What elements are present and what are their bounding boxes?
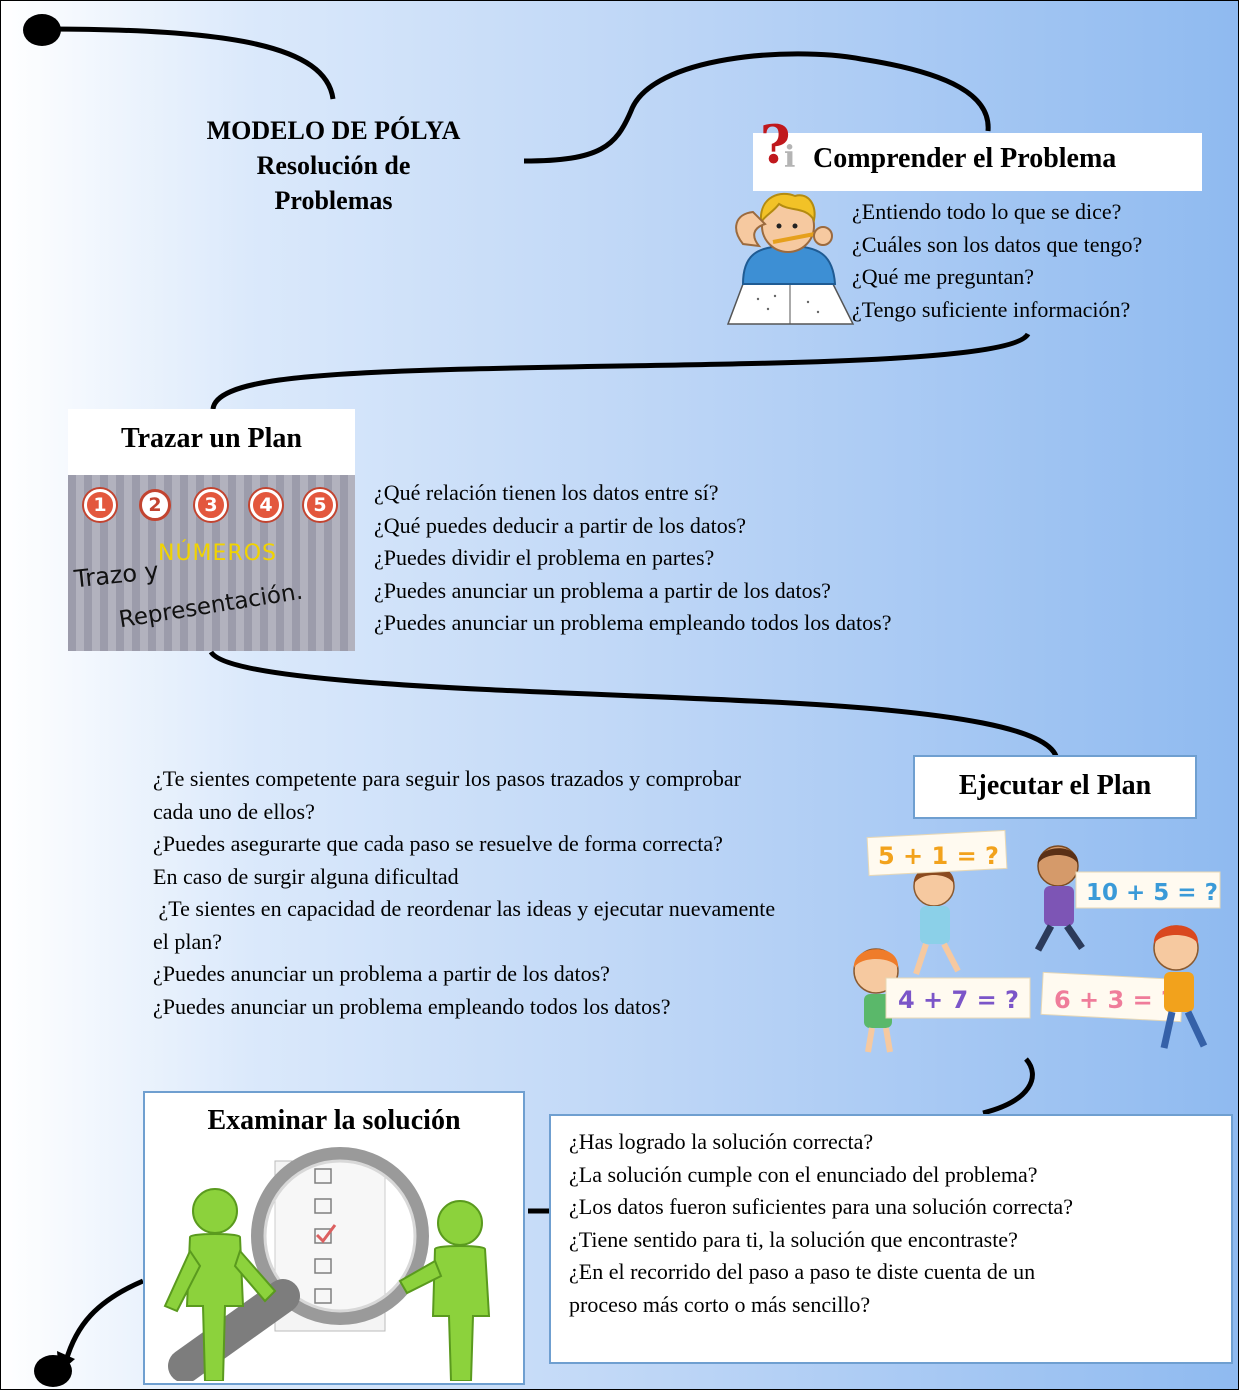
- title-line-2: Resolución de: [256, 151, 411, 180]
- plan-question-2: ¿Qué puedes deducir a partir de los dato…: [374, 512, 747, 538]
- execute-question-3: ¿Puedes asegurarte que cada paso se resu…: [153, 831, 723, 856]
- kid-figure: [1153, 925, 1208, 1049]
- kid-figure: [1034, 845, 1085, 952]
- green-figure: [163, 1188, 277, 1381]
- plan-question-4: ¿Puedes anunciar un problema a partir de…: [374, 577, 831, 603]
- execute-question-8: ¿Puedes anunciar un problema empleando t…: [153, 993, 671, 1019]
- connector-execute-examine: [982, 1057, 1035, 1116]
- title-line-1: MODELO DE PÓLYA: [206, 116, 461, 145]
- connector-plan-execute: [208, 650, 1059, 758]
- understand-question-2: ¿Cuáles son los datos que tengo?: [852, 231, 1143, 257]
- examine-question-3: ¿Los datos fueron suficientes para una s…: [569, 1194, 1073, 1219]
- plan-heading-box: Trazar un Plan: [68, 409, 355, 475]
- execute-question-5: ¿Te sientes en capacidad de reordenar la…: [153, 896, 776, 921]
- connector-understand-plan: [210, 332, 1031, 410]
- understand-question-1: ¿Entiendo todo lo que se dice?: [852, 199, 1122, 224]
- number-badge: 4: [250, 489, 282, 521]
- end-node: [34, 1355, 72, 1387]
- examine-question-6: proceso más corto o más sencillo?: [569, 1291, 871, 1317]
- number-badge: 5: [304, 489, 336, 521]
- svg-text:?: ?: [760, 119, 790, 171]
- examine-image-box: Examinar la solución: [143, 1091, 525, 1385]
- examine-question-2: ¿La solución cumple con el enunciado del…: [569, 1161, 1038, 1187]
- examine-heading: Examinar la solución: [207, 1105, 461, 1136]
- kid-figure: [853, 948, 899, 1053]
- plan-question-3: ¿Puedes dividir el problema en partes?: [374, 545, 715, 570]
- magnifier-illustration: [163, 1147, 491, 1381]
- svg-text:i: i: [784, 140, 795, 171]
- question-mark-icon: ? i: [760, 119, 795, 171]
- kid-figure: [913, 865, 961, 975]
- understand-question-3: ¿Qué me preguntan?: [852, 264, 1035, 289]
- execute-question-4: En caso de surgir alguna dificultad: [153, 863, 459, 889]
- understand-questions: ¿Entiendo todo lo que se dice? ¿Cuáles s…: [852, 196, 1142, 326]
- execute-heading: Ejecutar el Plan: [958, 770, 1152, 801]
- math-card: [1075, 871, 1221, 909]
- math-card: [885, 977, 1031, 1019]
- numbers-tracing-image: 1 2 3 4 5 NÚMEROS Trazo y Representación…: [68, 475, 355, 651]
- math-card: [866, 829, 1008, 877]
- understand-heading: Comprender el Problema: [813, 143, 1117, 174]
- number-badge: 1: [84, 489, 116, 521]
- diagram-title: MODELO DE PÓLYA Resolución de Problemas: [151, 113, 516, 218]
- execute-heading-box: Ejecutar el Plan: [913, 755, 1197, 819]
- connector-title-understand: [523, 51, 991, 164]
- plan-questions: ¿Qué relación tienen los datos entre sí?…: [374, 477, 891, 640]
- math-card-text: 10 + 5 = ?: [1086, 880, 1218, 906]
- tracing-caption-2: Representación.: [117, 578, 305, 634]
- kids-math-illustration: 5 + 1 = ? 10 + 5 = ? 4 + 7 = ? 6 + 3 = ?: [853, 829, 1221, 1053]
- tracing-caption-1: Trazo y: [72, 556, 161, 594]
- understand-question-4: ¿Tengo suficiente información?: [852, 296, 1131, 322]
- examine-questions-box: ¿Has logrado la solución correcta? ¿La s…: [549, 1114, 1233, 1364]
- examine-question-5: ¿En el recorrido del paso a paso te dist…: [569, 1259, 1036, 1284]
- math-card-text: 5 + 1 = ?: [878, 842, 999, 870]
- plan-heading: Trazar un Plan: [121, 423, 302, 454]
- execute-question-2: cada uno de ellos?: [153, 798, 315, 824]
- understand-heading-box: ? i Comprender el Problema: [753, 119, 1202, 191]
- connector-start: [45, 26, 336, 100]
- execute-question-1: ¿Te sientes competente para seguir los p…: [153, 766, 741, 791]
- plan-question-5: ¿Puedes anunciar un problema empleando t…: [374, 610, 892, 635]
- green-figure: [398, 1200, 491, 1381]
- start-node: [23, 14, 61, 46]
- examine-questions: ¿Has logrado la solución correcta? ¿La s…: [569, 1126, 1073, 1321]
- number-badge: 3: [195, 489, 227, 521]
- numbers-word: NÚMEROS: [158, 541, 278, 566]
- number-badge: 2: [139, 489, 171, 521]
- plan-question-1: ¿Qué relación tienen los datos entre sí?: [374, 480, 719, 505]
- execute-questions: ¿Te sientes competente para seguir los p…: [153, 763, 775, 1023]
- execute-question-6: el plan?: [153, 928, 223, 954]
- math-card-text: 6 + 3 = ?: [1054, 986, 1175, 1014]
- math-card-text: 4 + 7 = ?: [898, 986, 1019, 1014]
- thinking-boy-illustration: [726, 192, 855, 325]
- examine-question-1: ¿Has logrado la solución correcta?: [569, 1129, 874, 1154]
- title-line-3: Problemas: [274, 186, 393, 215]
- examine-question-4: ¿Tiene sentido para ti, la solución que …: [569, 1226, 1018, 1252]
- connector-end: [63, 1278, 144, 1362]
- execute-question-7: ¿Puedes anunciar un problema a partir de…: [153, 961, 610, 986]
